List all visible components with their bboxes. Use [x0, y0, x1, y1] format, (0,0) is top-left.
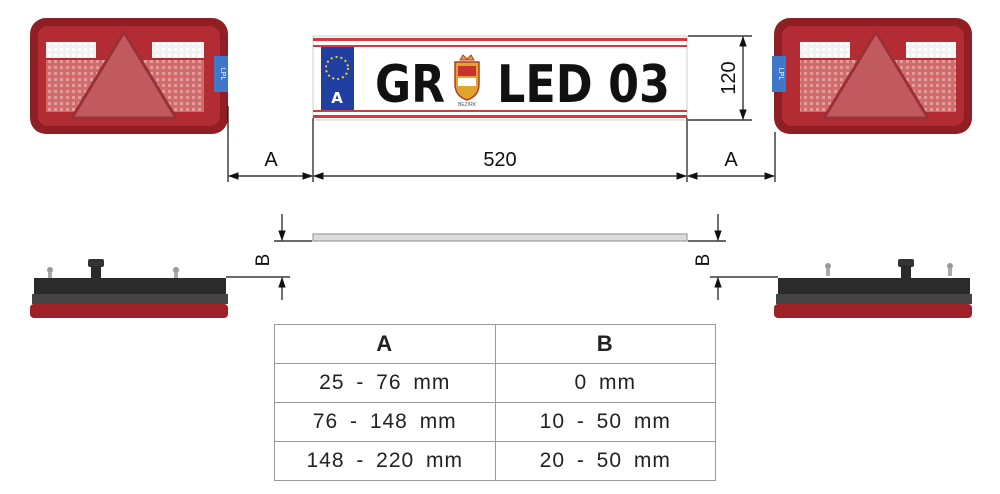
plate-text-left: GR — [375, 55, 445, 115]
table-cell-a: 148 - 220 mm — [274, 441, 496, 481]
lamp-label: LPL — [777, 68, 784, 81]
dimension-a-left: A — [264, 149, 278, 171]
lpl-indicator — [214, 56, 228, 92]
left-tail-lamp: LPL — [30, 18, 228, 134]
table-cell-a: 25 - 76 mm — [274, 363, 496, 403]
left-lamp-side-view — [30, 259, 228, 318]
table-cell-a: 76 - 148 mm — [274, 402, 496, 442]
column-header-b: B — [494, 324, 716, 364]
dimension-a-right: A — [724, 149, 738, 171]
lamp-label: LPL — [219, 68, 226, 81]
spacing-table: A B 25 - 76 mm 0 mm 76 - 148 mm 10 - 50 … — [274, 324, 716, 481]
table-row: 76 - 148 mm 10 - 50 mm — [274, 402, 716, 442]
column-header-a: A — [274, 324, 496, 364]
table-row: 148 - 220 mm 20 - 50 mm — [274, 441, 716, 481]
table-cell-b: 20 - 50 mm — [494, 441, 716, 481]
table-header-row: A B — [274, 324, 716, 364]
right-tail-lamp: LPL — [772, 18, 972, 134]
table-cell-b: 10 - 50 mm — [494, 402, 716, 442]
dimension-plate-width: 520 — [483, 149, 516, 171]
dimension-b-right: B — [693, 254, 714, 267]
coat-of-arms-caption: BEZIRK — [458, 102, 477, 108]
coat-of-arms-icon — [454, 54, 480, 101]
eu-stars-icon — [325, 56, 349, 80]
table-row: 25 - 76 mm 0 mm — [274, 363, 716, 403]
offset-dimensions — [226, 214, 778, 300]
country-code: A — [331, 89, 343, 107]
table-cell-b: 0 mm — [494, 363, 716, 403]
license-plate: A GR BEZIRK LED 03 — [312, 35, 688, 121]
top-dimensions — [227, 35, 776, 182]
plate-text-right: LED 03 — [497, 55, 670, 115]
dimension-plate-height: 120 — [718, 61, 740, 94]
plate-side-view — [312, 233, 688, 242]
right-lamp-side-view — [774, 259, 972, 318]
lpl-indicator — [772, 56, 786, 92]
dimension-b-left: B — [253, 254, 274, 267]
